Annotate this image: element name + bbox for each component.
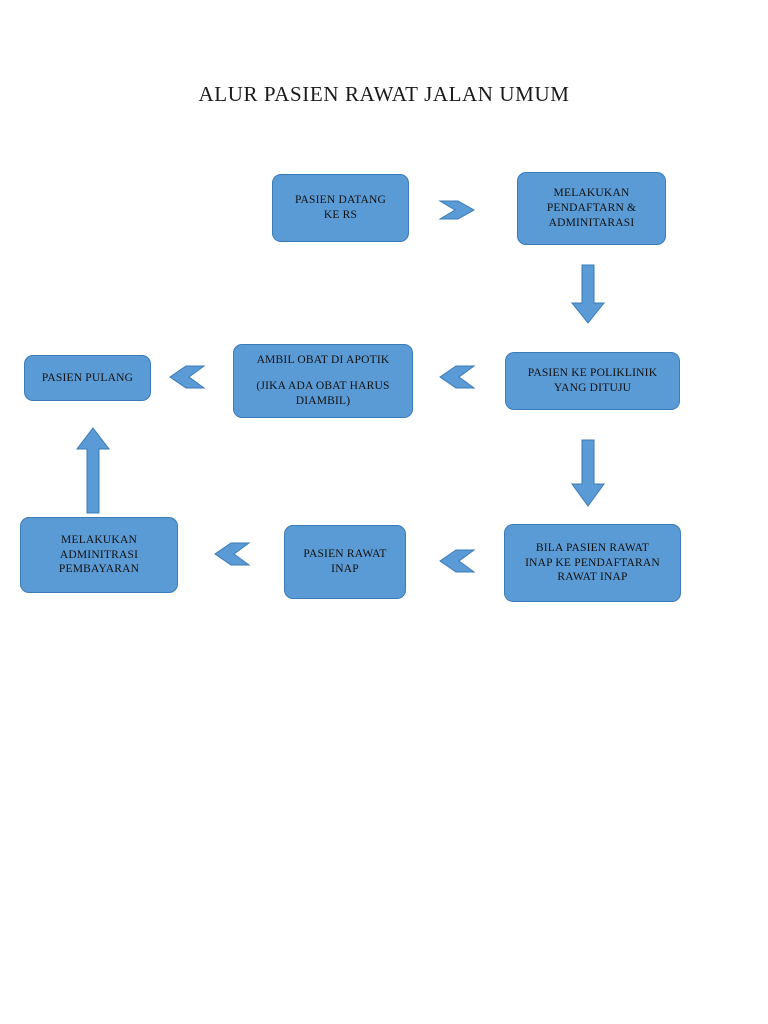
node-line: INAP [331,563,359,575]
node-line: MELAKUKAN [61,533,137,546]
node-line: PEMBAYARAN [58,563,140,576]
node-pasien-datang[interactable]: PASIEN DATANG KE RS [272,174,409,242]
node-label: MELAKUKAN ADMINITRASI PEMBAYARAN [27,533,171,577]
node-line: PASIEN RAWAT [303,548,387,561]
node-label: PASIEN PULANG [31,371,144,386]
arrow-up-icon [75,427,111,515]
chevron-left-icon [438,546,476,576]
node-line: PASIEN KE POLIKLINIK [527,367,658,380]
node-pasien-rawat-inap[interactable]: PASIEN RAWAT INAP [284,525,406,599]
node-line: INAP KE PENDAFTARAN [525,556,660,569]
node-line: DIAMBIL) [295,394,351,407]
node-label: PASIEN DATANG KE RS [279,193,402,222]
node-line: ADMINITRASI [59,548,139,561]
node-label: PASIEN RAWAT INAP [291,547,399,576]
chevron-left-icon [438,362,476,392]
page-title: ALUR PASIEN RAWAT JALAN UMUM [198,82,570,106]
node-line: RAWAT INAP [557,571,628,584]
chevron-right-icon [438,196,476,224]
node-line: BILA PASIEN RAWAT [535,541,650,554]
node-pasien-pulang[interactable]: PASIEN PULANG [24,355,151,401]
arrow-down-icon [571,439,605,508]
node-label: MELAKUKAN PENDAFTARN & ADMINITARASI [524,186,659,230]
chevron-left-icon [168,362,206,392]
node-line: PASIEN DATANG [294,194,387,207]
node-line: KE RS [323,209,358,221]
node-rawat-inap-pendaftaran[interactable]: BILA PASIEN RAWAT INAP KE PENDAFTARAN RA… [504,524,681,602]
node-label: AMBIL OBAT DI APOTIK (JIKA ADA OBAT HARU… [240,353,406,408]
node-line: ADMINITARASI [548,216,635,229]
node-line: (JIKA ADA OBAT HARUS [256,380,390,393]
chevron-left-icon [213,539,251,569]
node-line: AMBIL OBAT DI APOTIK [256,354,390,367]
node-line: PASIEN PULANG [41,371,134,384]
node-pendaftaran[interactable]: MELAKUKAN PENDAFTARN & ADMINITARASI [517,172,666,245]
node-line: MELAKUKAN [553,187,630,200]
node-line: YANG DITUJU [553,382,632,394]
node-ambil-obat[interactable]: AMBIL OBAT DI APOTIK (JIKA ADA OBAT HARU… [233,344,413,418]
node-label: BILA PASIEN RAWAT INAP KE PENDAFTARAN RA… [511,541,674,585]
node-line: PENDAFTARN & [546,202,637,215]
node-label: PASIEN KE POLIKLINIK YANG DITUJU [512,366,673,395]
arrow-down-icon [570,264,606,325]
node-administrasi-pembayaran[interactable]: MELAKUKAN ADMINITRASI PEMBAYARAN [20,517,178,593]
node-poliklinik[interactable]: PASIEN KE POLIKLINIK YANG DITUJU [505,352,680,410]
